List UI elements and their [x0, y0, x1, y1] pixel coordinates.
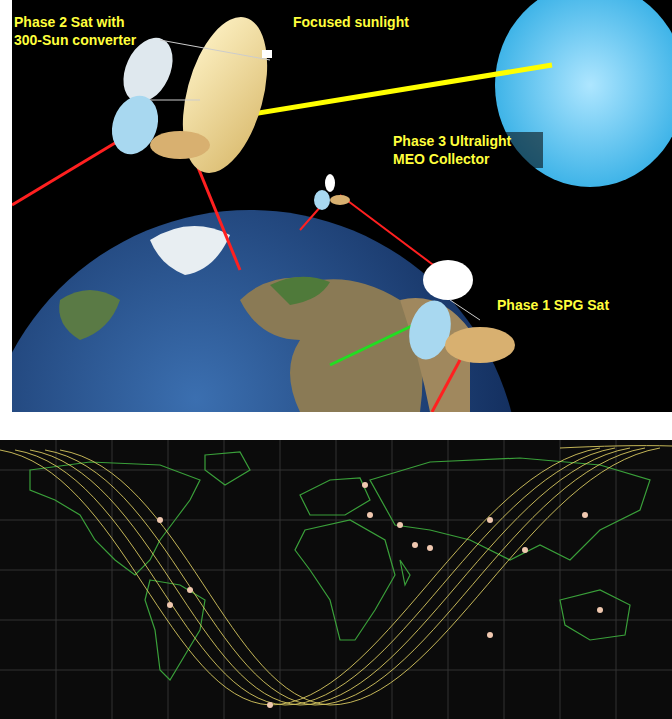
callout-label: Phase 1 SPG Sat	[497, 296, 657, 314]
callout-label: Phase 2 Sat with 300-Sun converter	[14, 13, 154, 49]
callout-label: Phase 3 Ultralight MEO Collector	[393, 132, 543, 168]
callout-label: Focused sunlight	[293, 13, 453, 31]
